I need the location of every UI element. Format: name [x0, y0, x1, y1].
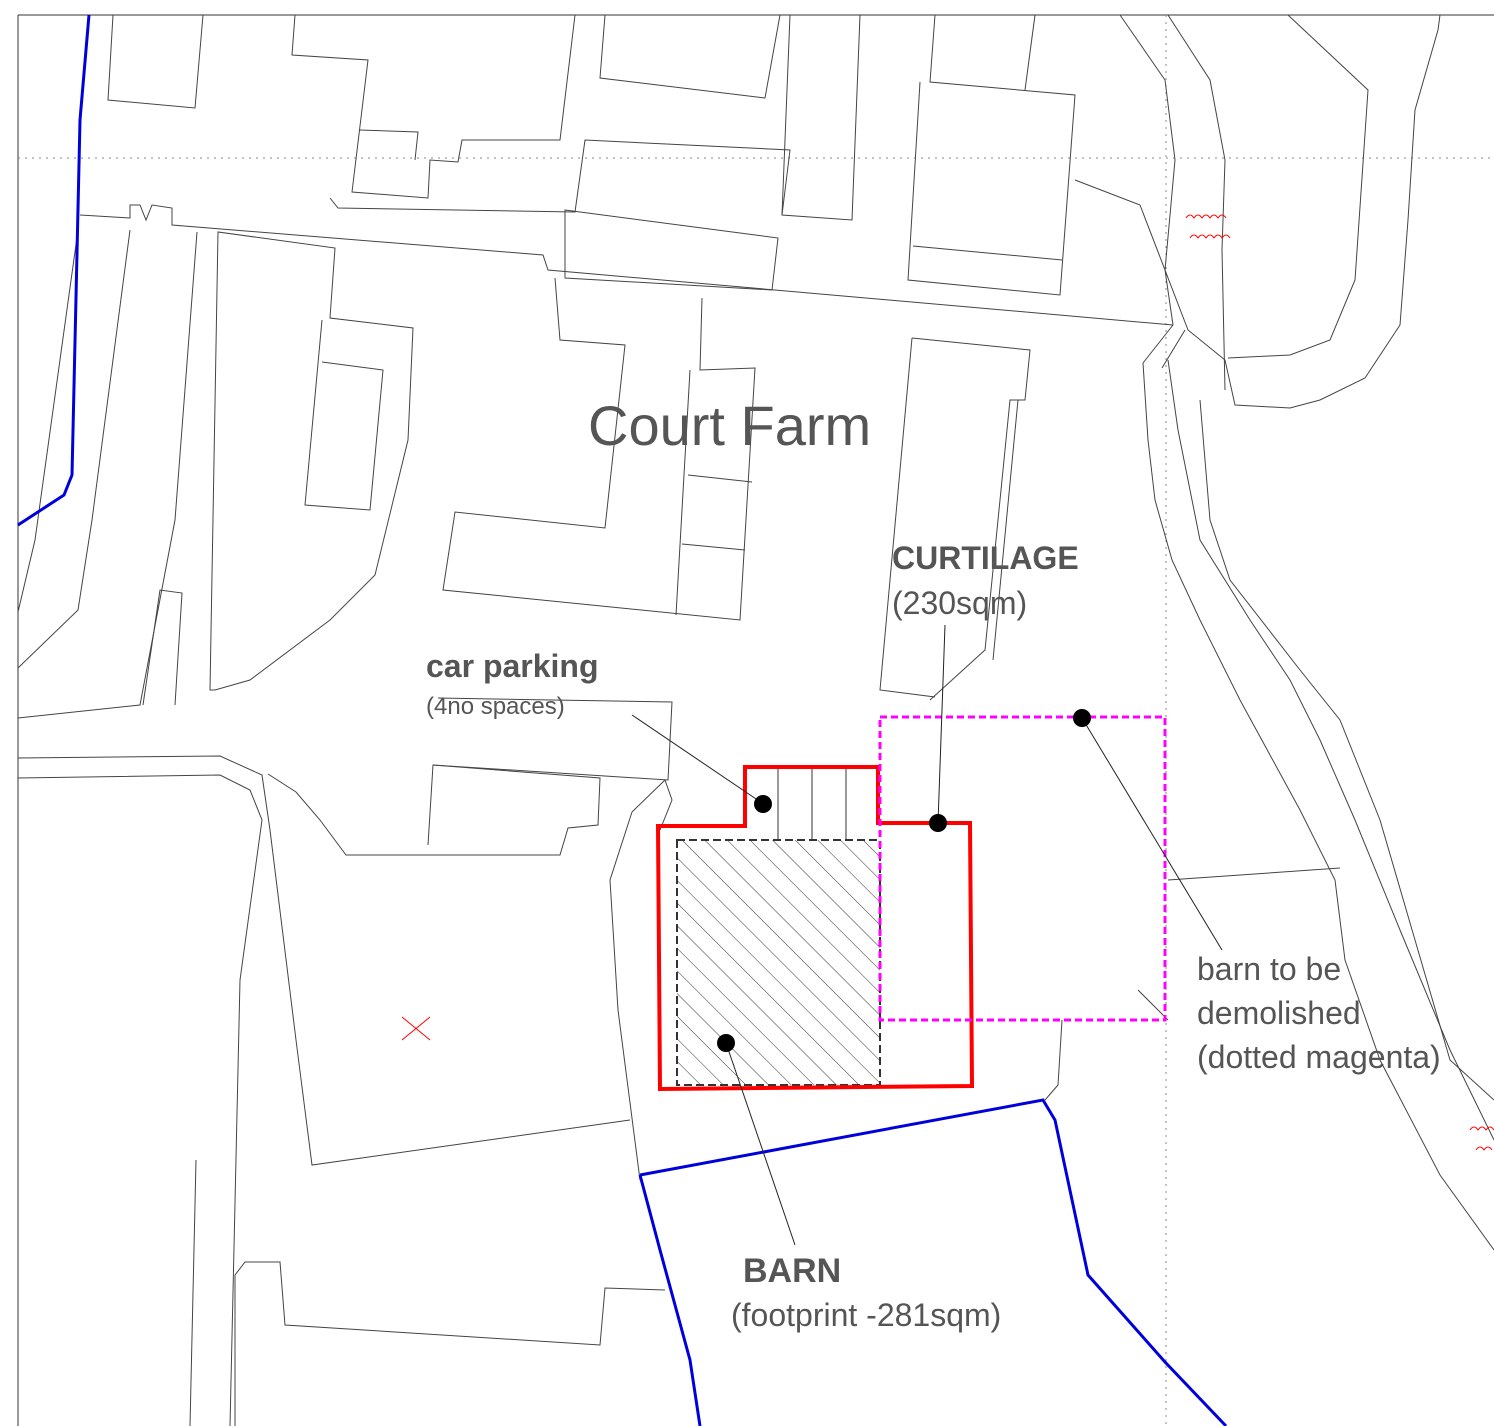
car-parking-detail: (4no spaces): [426, 693, 565, 720]
demolish-line-2: demolished: [1197, 995, 1361, 1031]
base-map-outlines: [17, 14, 1494, 1426]
leader-dots: [717, 709, 1091, 1052]
ownership-boundary-blue: [17, 14, 1228, 1426]
parking-marker: [754, 795, 772, 813]
cross-marker-icon: [401, 1016, 431, 1041]
water-symbol-right: [1469, 1126, 1494, 1151]
barn-detail: (footprint -281sqm): [731, 1297, 1001, 1333]
map-frame: [17, 14, 1494, 1426]
car-parking-title: car parking: [426, 648, 599, 684]
site-boundary-red: [655, 765, 975, 1092]
demolition-outline-magenta: [878, 715, 1167, 1022]
water-symbol-top: [1185, 214, 1231, 239]
grid-lines: [18, 15, 1494, 1426]
demolish-line-3: (dotted magenta): [1197, 1039, 1441, 1075]
leader-lines: [631, 624, 1223, 1246]
barn-footprint: [676, 839, 881, 1086]
place-name-label: Court Farm: [588, 394, 871, 457]
barn-marker: [717, 1034, 735, 1052]
curtilage-title: CURTILAGE: [892, 540, 1079, 576]
curtilage-marker: [929, 814, 947, 832]
barn-title: BARN: [743, 1252, 841, 1290]
parking-bays: [777, 768, 847, 840]
curtilage-area: (230sqm): [892, 585, 1027, 621]
demolish-line-1: barn to be: [1197, 951, 1341, 987]
demolish-marker: [1073, 709, 1091, 727]
